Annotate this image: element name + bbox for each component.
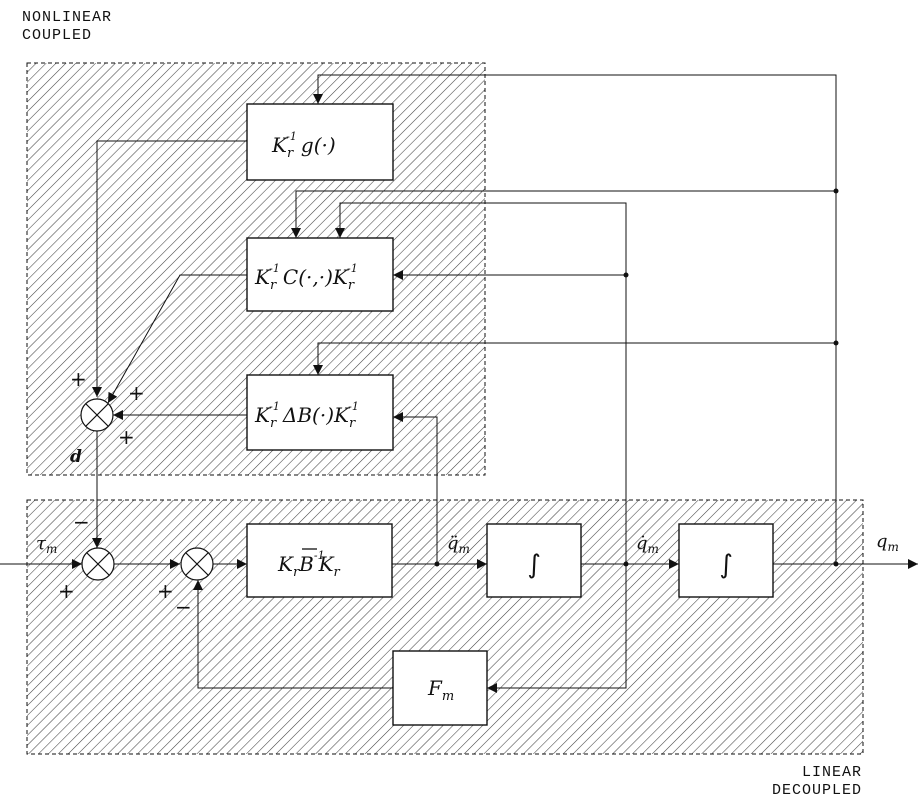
inertia-delta-k: K bbox=[254, 403, 271, 427]
summing-junction-friction bbox=[180, 547, 214, 581]
sign-labels: + + + − + + − bbox=[58, 367, 192, 619]
forward-gain-b: B bbox=[298, 552, 314, 576]
qd-m-label: q̇m bbox=[636, 533, 659, 556]
tau-m-main: τ bbox=[36, 533, 47, 554]
coriolis-k: K bbox=[254, 265, 271, 289]
forward-gain-block: KrB-1Kr bbox=[246, 523, 393, 598]
forward-gain-sup: -1 bbox=[314, 549, 325, 562]
sign-s1-top-left: + bbox=[70, 367, 87, 391]
friction-sub: m bbox=[442, 689, 454, 704]
qdd-m-main: q̈ bbox=[447, 533, 459, 554]
inertia-delta-sub: r bbox=[270, 416, 277, 431]
coriolis-sub2: r bbox=[348, 278, 355, 293]
d-label: d bbox=[70, 447, 82, 467]
inertia-delta-sup2: -1 bbox=[348, 400, 359, 413]
gravity-k: K bbox=[271, 133, 288, 157]
gravity-block: Kr -1 g(·) bbox=[246, 103, 394, 181]
coriolis-sup: -1 bbox=[269, 262, 280, 275]
forward-gain-sub1: r bbox=[293, 565, 300, 580]
nonlinear-label-line2: COUPLED bbox=[22, 27, 93, 44]
gravity-sup: -1 bbox=[286, 130, 297, 143]
svg-text:Kr-1g(·): Kr -1 g(·) bbox=[271, 130, 336, 161]
junction-dots bbox=[434, 188, 839, 567]
sign-s3-left: + bbox=[157, 579, 174, 603]
gravity-rest: g(·) bbox=[301, 133, 336, 157]
integrator-1-block: ∫ bbox=[486, 523, 582, 598]
q-m-sub: m bbox=[888, 540, 899, 554]
inertia-delta-sup: -1 bbox=[269, 400, 280, 413]
q-m-main: q bbox=[876, 531, 888, 552]
friction-block: Fm bbox=[392, 650, 488, 726]
nonlinear-coupled-label: NONLINEAR COUPLED bbox=[22, 9, 112, 45]
integrator-1-symbol: ∫ bbox=[527, 550, 541, 580]
qd-m-main: q̇ bbox=[636, 533, 648, 554]
tau-m-sub: m bbox=[46, 542, 57, 556]
integrator-2-block: ∫ bbox=[678, 523, 774, 598]
svg-text:Fm: Fm bbox=[427, 676, 454, 704]
qdd-m-label: q̈m bbox=[447, 533, 470, 556]
qd-m-sub: m bbox=[648, 542, 659, 556]
friction-f: F bbox=[427, 676, 443, 700]
svg-text:Kr-1C(·,·)Kr-1: Kr-1C(·,·)Kr-1 bbox=[254, 262, 358, 293]
summing-junction-input bbox=[81, 547, 115, 581]
q-m-label: qm bbox=[876, 531, 899, 554]
coriolis-mid: C(·,·)K bbox=[283, 265, 349, 289]
sign-s1-lower-right: + bbox=[118, 425, 135, 449]
tau-m-label: τm bbox=[36, 533, 57, 556]
inertia-delta-sub2: r bbox=[349, 416, 356, 431]
linear-label-line1: LINEAR bbox=[802, 764, 863, 781]
forward-gain-k2: K bbox=[318, 552, 335, 576]
summing-junction-disturbance bbox=[80, 398, 114, 432]
sign-s2-bottom: + bbox=[58, 579, 75, 603]
svg-text:KrB-1Kr: KrB-1Kr bbox=[277, 549, 341, 580]
forward-gain-k1: K bbox=[277, 552, 294, 576]
integrator-2-symbol: ∫ bbox=[719, 550, 733, 580]
sign-s2-top: − bbox=[73, 510, 90, 534]
signal-wires bbox=[0, 74, 918, 693]
coriolis-sub: r bbox=[270, 278, 277, 293]
sign-s3-bottom: − bbox=[175, 595, 192, 619]
gravity-sub: r bbox=[287, 146, 294, 161]
svg-text:Kr-1ΔB(·)Kr-1: Kr-1ΔB(·)Kr-1 bbox=[254, 400, 359, 431]
forward-gain-sub2: r bbox=[334, 565, 341, 580]
linear-label-line2: DECOUPLED bbox=[772, 782, 863, 799]
qdd-m-sub: m bbox=[459, 542, 470, 556]
nonlinear-label-line1: NONLINEAR bbox=[22, 9, 113, 26]
inertia-delta-mid: ΔB(·)K bbox=[282, 403, 350, 427]
coriolis-sup2: -1 bbox=[347, 262, 358, 275]
sign-s1-upper-right: + bbox=[128, 381, 145, 405]
